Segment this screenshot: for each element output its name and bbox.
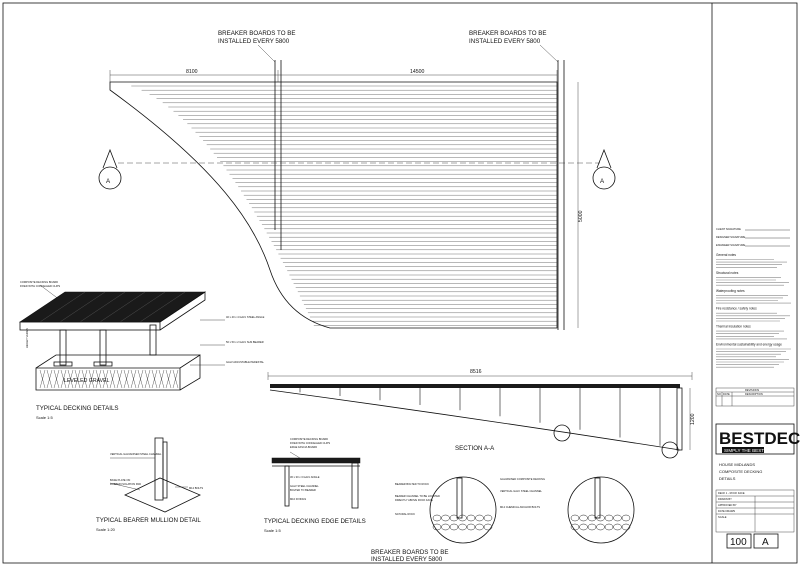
svg-text:COMPOSITE DECKING BOARD: COMPOSITE DECKING BOARD <box>20 280 58 284</box>
edge-detail: COMPOSITE DECKING BOARD FIXED WITH CONCE… <box>264 437 366 533</box>
svg-text:M12 BOLTS: M12 BOLTS <box>189 486 203 490</box>
title-block: CLIENT SIGNATURE DESIGNER SIGNATURE ENGI… <box>715 227 800 549</box>
svg-text:RUBBER ISOLATION PAD: RUBBER ISOLATION PAD <box>110 482 141 486</box>
svg-text:COMPOSITE DECKING BOARD: COMPOSITE DECKING BOARD <box>290 437 328 441</box>
svg-text:NO: NO <box>717 392 721 396</box>
edge-detail-title: TYPICAL DECKING EDGE DETAILS <box>264 518 366 525</box>
section-title: SECTION A-A <box>455 445 495 452</box>
svg-text:VERTICAL GALV STEEL CHANNEL: VERTICAL GALV STEEL CHANNEL <box>500 489 543 493</box>
svg-text:CLIENT SIGNATURE: CLIENT SIGNATURE <box>716 227 741 231</box>
breaker-note-bottom-line1: BREAKER BOARDS TO BE <box>371 549 448 556</box>
svg-text:DATE DRAWN: DATE DRAWN <box>718 509 735 513</box>
project-line-1: HOUSE MIDLANDS <box>719 462 755 467</box>
breaker-note-2-line2: INSTALLED EVERY 5800 <box>469 38 541 45</box>
svg-text:HEIGHT VARIES: HEIGHT VARIES <box>25 328 29 348</box>
svg-text:30 x 30 x 3 GALV ANGLE: 30 x 30 x 3 GALV ANGLE <box>290 475 320 479</box>
revisions-header: REVISIONS <box>745 388 759 392</box>
mullion-detail: VERTICAL GALVANISED STEEL CHANNEL BASE P… <box>96 437 203 532</box>
notes-heading-5: Environmental sustainability and energy … <box>716 343 782 347</box>
section-dim-length: 8516 <box>470 369 482 375</box>
svg-text:BOLTED TO BEARER: BOLTED TO BEARER <box>290 488 316 492</box>
svg-text:FIXED WITH CONCEALED CLIPS: FIXED WITH CONCEALED CLIPS <box>20 284 60 288</box>
notes-heading-2: Waterproofing notes <box>716 289 745 293</box>
svg-text:DESIGNER SIGNATURE: DESIGNER SIGNATURE <box>716 235 745 239</box>
svg-text:NATURAL ROCK: NATURAL ROCK <box>395 512 415 516</box>
edge-detail-scale: Scale 1:5 <box>264 528 281 533</box>
plan-dim-right: 14500 <box>410 69 425 75</box>
svg-text:BEARER CHANNEL TO BE LOCATED: BEARER CHANNEL TO BE LOCATED <box>395 494 440 498</box>
gravel-label: LEVELED GRAVEL <box>64 378 110 384</box>
project-line-2: COMPOSITE DECKING <box>719 469 762 474</box>
project-line-3: DETAILS <box>719 476 736 481</box>
svg-text:40 x 40 x 4 GALV STEEL ANGLE: 40 x 40 x 4 GALV STEEL ANGLE <box>226 315 265 319</box>
svg-text:ENGINEER SIGNATURE: ENGINEER SIGNATURE <box>716 243 745 247</box>
section-marker-right: A <box>592 148 616 190</box>
svg-text:GALV STEEL CHANNEL: GALV STEEL CHANNEL <box>290 484 319 488</box>
mullion-detail-scale: Scale 1:20 <box>96 527 116 532</box>
drawing-number: 100 <box>730 537 747 548</box>
svg-text:DRAWN BY: DRAWN BY <box>718 497 732 501</box>
plan-deck-boards <box>131 85 557 326</box>
svg-text:A: A <box>600 178 605 185</box>
svg-text:DIRECTLY ABOVE ROCK FACE: DIRECTLY ABOVE ROCK FACE <box>395 498 433 502</box>
brand-logo: BESTDECK <box>719 429 800 448</box>
decking-detail: LEVELED GRAVEL COMPOSITE DECKING BOARD F… <box>19 280 265 420</box>
plan-dim-left: 8100 <box>186 69 198 75</box>
mullion-detail-title: TYPICAL BEARER MULLION DETAIL <box>96 517 201 524</box>
section-marker-left: A <box>98 148 122 190</box>
breaker-note-1-line2: INSTALLED EVERY 5800 <box>218 38 290 45</box>
notes-heading-3: Fire resistance / safety notes <box>716 307 757 311</box>
brand-tagline: SIMPLY THE BEST <box>724 448 764 453</box>
svg-text:EDGE FASCIA BOARD: EDGE FASCIA BOARD <box>290 445 317 449</box>
svg-text:APPROVED BY: APPROVED BY <box>718 503 737 507</box>
svg-text:50 x 50 x 2 GALV SHS BEARER: 50 x 50 x 2 GALV SHS BEARER <box>226 340 264 344</box>
drawing-revision: A <box>762 537 769 548</box>
svg-text:M12 CHEMICAL ANCHOR BOLTS: M12 CHEMICAL ANCHOR BOLTS <box>500 505 540 509</box>
svg-text:FIXED WITH CONCEALED CLIPS: FIXED WITH CONCEALED CLIPS <box>290 441 330 445</box>
svg-text:GALV ADJUSTABLE PEDESTAL: GALV ADJUSTABLE PEDESTAL <box>226 360 264 364</box>
decking-detail-title: TYPICAL DECKING DETAILS <box>36 405 119 412</box>
breaker-note-1-line1: BREAKER BOARDS TO BE <box>218 30 295 37</box>
breaker-note-2-line1: BREAKER BOARDS TO BE <box>469 30 546 37</box>
svg-text:DESCRIPTION: DESCRIPTION <box>745 392 763 396</box>
svg-text:BEARER BOLTED TO ROCK: BEARER BOLTED TO ROCK <box>395 482 429 486</box>
breaker-note-bottom-line2: INSTALLED EVERY 5800 <box>371 556 443 563</box>
section-aa: 8516 1200 SECTION A-A <box>267 369 696 459</box>
svg-text:A: A <box>106 178 111 185</box>
plan-dim-vertical: 5000 <box>578 210 584 222</box>
sheet-label: DECK 1 - ROCK FACE <box>718 491 745 495</box>
notes-heading-4: Thermal insulation notes <box>716 325 751 329</box>
notes-heading-1: Structural notes <box>716 271 739 275</box>
svg-text:BASE PLATE ON: BASE PLATE ON <box>110 478 130 482</box>
svg-text:M10 FIXINGS: M10 FIXINGS <box>290 497 306 501</box>
svg-text:DATE: DATE <box>723 392 730 396</box>
section-callout-circles: BEARER BOLTED TO ROCK BEARER CHANNEL TO … <box>395 476 635 544</box>
notes-heading-0: General notes <box>716 253 736 257</box>
decking-detail-scale: Scale 1:5 <box>36 415 53 420</box>
plan-view: BREAKER BOARDS TO BE INSTALLED EVERY 580… <box>98 30 616 330</box>
svg-text:SCALE: SCALE <box>718 515 727 519</box>
svg-text:VERTICAL GALVANISED STEEL CHAN: VERTICAL GALVANISED STEEL CHANNEL <box>110 452 162 456</box>
section-dim-height: 1200 <box>690 413 696 425</box>
svg-text:GALVANISED COMPOSITE DECKING: GALVANISED COMPOSITE DECKING <box>500 477 545 481</box>
